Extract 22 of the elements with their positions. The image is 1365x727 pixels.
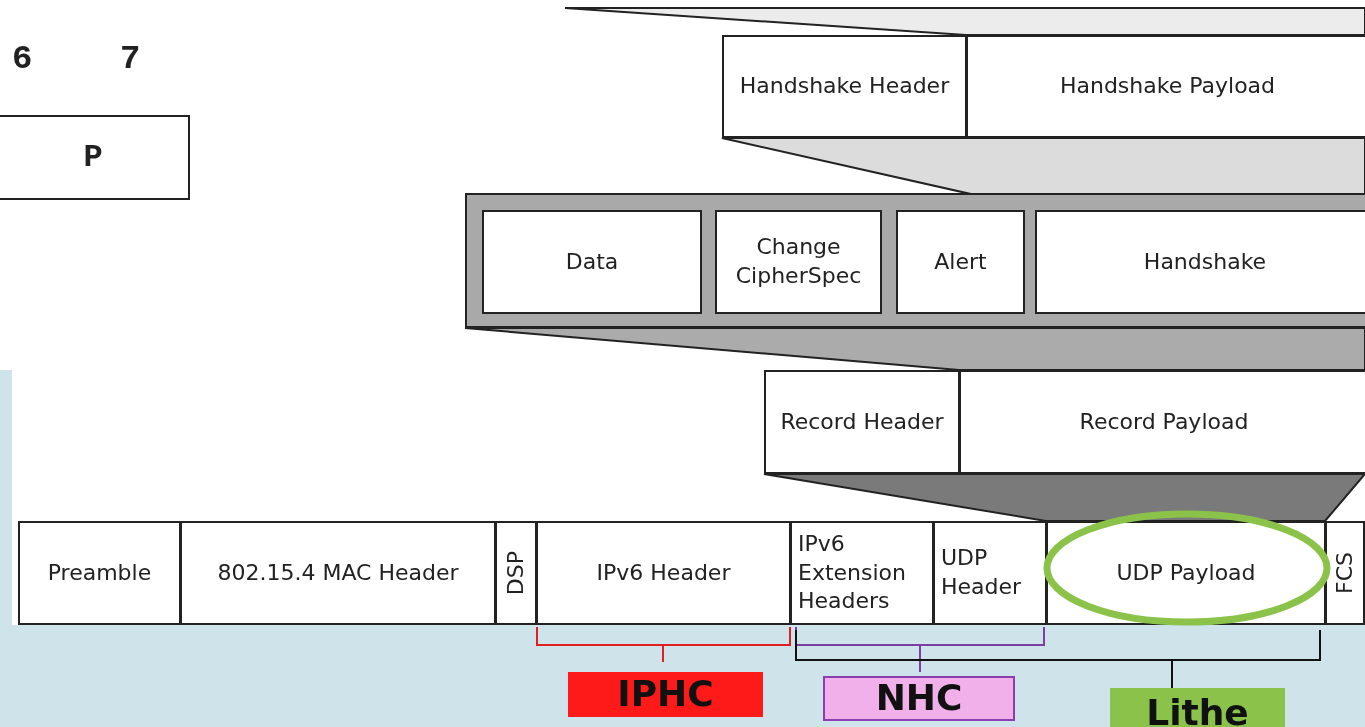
- frame-field-box: DSP: [495, 521, 537, 625]
- record-layer-band: [465, 193, 1365, 328]
- frame-field-box: Preamble: [18, 521, 181, 625]
- column-number: 7: [120, 40, 141, 78]
- content-type-box: Change CipherSpec: [715, 210, 882, 314]
- column-number: 6: [12, 40, 33, 78]
- header-field-box: Record Header: [764, 370, 960, 474]
- frame-field-box: IPv6 Extension Headers: [790, 521, 934, 625]
- payload-field-box: Record Payload: [959, 370, 1365, 474]
- frame-field-box: FCS: [1325, 521, 1365, 625]
- compression-tag: NHC: [823, 676, 1015, 721]
- compression-tag: IPHC: [568, 672, 763, 717]
- content-type-box: Data: [482, 210, 702, 314]
- header-field-box: Handshake Header: [722, 35, 967, 138]
- frame-field-box: IPv6 Header: [536, 521, 791, 625]
- compression-tag: Lithe: [1110, 688, 1285, 727]
- content-type-box: Alert: [896, 210, 1025, 314]
- frame-field-box: 802.15.4 MAC Header: [180, 521, 496, 625]
- content-type-box: Handshake: [1035, 210, 1365, 314]
- frame-field-box: UDP Header: [933, 521, 1047, 625]
- letter-box: P: [0, 115, 190, 200]
- payload-field-box: Handshake Payload: [966, 35, 1365, 138]
